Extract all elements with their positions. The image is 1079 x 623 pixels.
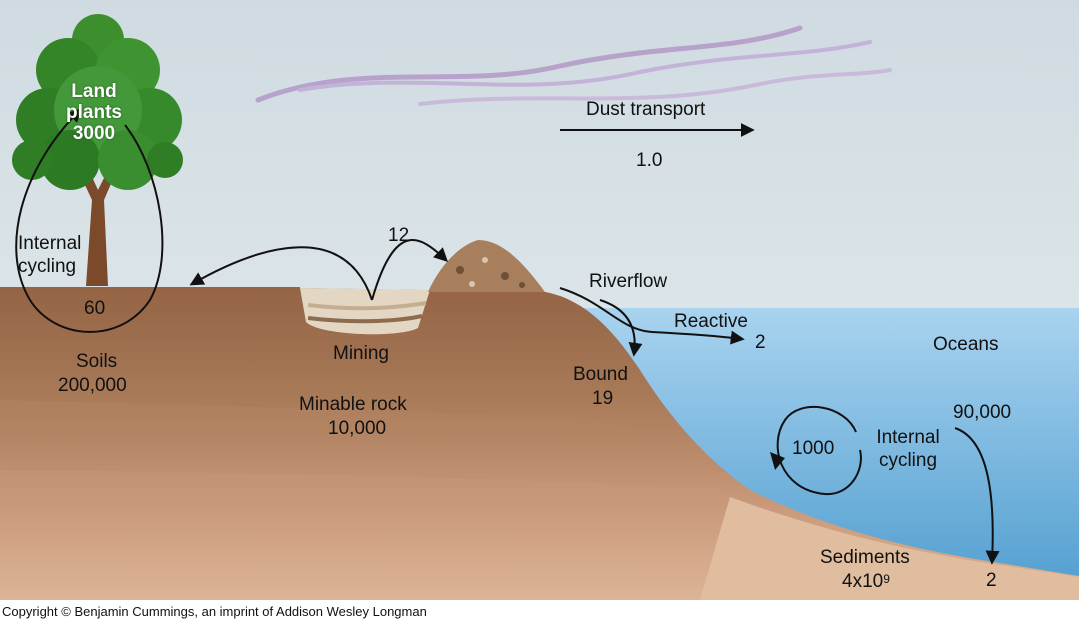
dust-transport-label: Dust transport [586, 99, 706, 120]
pit-layer [307, 314, 423, 324]
sediments-mantissa: 4x10 [842, 571, 884, 592]
burial-value: 2 [986, 570, 997, 591]
dust-wisp [418, 68, 892, 106]
minable-rock-label: Minable rock [299, 394, 407, 415]
dust-transport-value: 1.0 [636, 150, 663, 171]
strata-band [0, 400, 640, 440]
pit-layer [307, 301, 427, 311]
ore-rock [501, 272, 509, 280]
soils-label: Soils [76, 351, 118, 372]
sediments-label: Sediments [820, 547, 910, 568]
mining-to-soils-arrow [189, 246, 373, 301]
sediments-exponent: 9 [883, 572, 890, 586]
ore-rock [456, 266, 464, 274]
tree-trunk [78, 168, 116, 286]
sediment-floor [700, 497, 1079, 600]
ore-pile [428, 240, 545, 292]
sediments-value: 4x109 [842, 570, 890, 593]
strata-band [0, 470, 760, 505]
oceans-label: Oceans [933, 334, 999, 355]
land-plants-title: Land plants [66, 81, 122, 123]
mining-label: Mining [333, 343, 389, 364]
soil-cycle-value: 60 [84, 298, 106, 319]
land-internal-cycling-label: Internal cycling [18, 233, 82, 277]
riverflow-label: Riverflow [589, 271, 668, 292]
mining-to-pile-arrow [371, 239, 449, 301]
dust-wisp [298, 40, 872, 92]
mining-pit [300, 288, 430, 335]
tree-canopy [12, 14, 183, 190]
ocean-cycle-arrowhead [770, 452, 785, 470]
reactive-label: Reactive [674, 311, 748, 332]
riverflow-reactive-arrow [559, 287, 745, 345]
ocean-to-sediment-value: 90,000 [953, 402, 1012, 423]
phosphorus-cycle-illustration [0, 0, 1079, 600]
dust-wisp [255, 25, 803, 103]
land-internal-cycling-loop [15, 108, 164, 333]
bound-label: Bound [573, 364, 628, 385]
ocean-to-sediment-arrow [954, 427, 1000, 565]
riverflow-bound-arrow [599, 299, 643, 357]
ore-rock [482, 257, 488, 263]
mining-flux-value: 12 [388, 225, 410, 246]
minable-rock-value: 10,000 [328, 418, 387, 439]
land-mass [0, 287, 1079, 600]
land-plants-value: 3000 [72, 123, 116, 144]
reactive-value: 2 [755, 332, 766, 353]
ore-rock [519, 282, 525, 288]
bound-value: 19 [592, 388, 614, 409]
soils-value: 200,000 [58, 375, 127, 396]
ore-rock [469, 281, 475, 287]
ocean-internal-value: 1000 [792, 438, 835, 459]
ocean-internal-cycling-label: Internal cycling [876, 427, 940, 471]
land-plants-label: Land plants 3000 [52, 81, 136, 144]
copyright-notice: Copyright © Benjamin Cummings, an imprin… [2, 604, 427, 619]
